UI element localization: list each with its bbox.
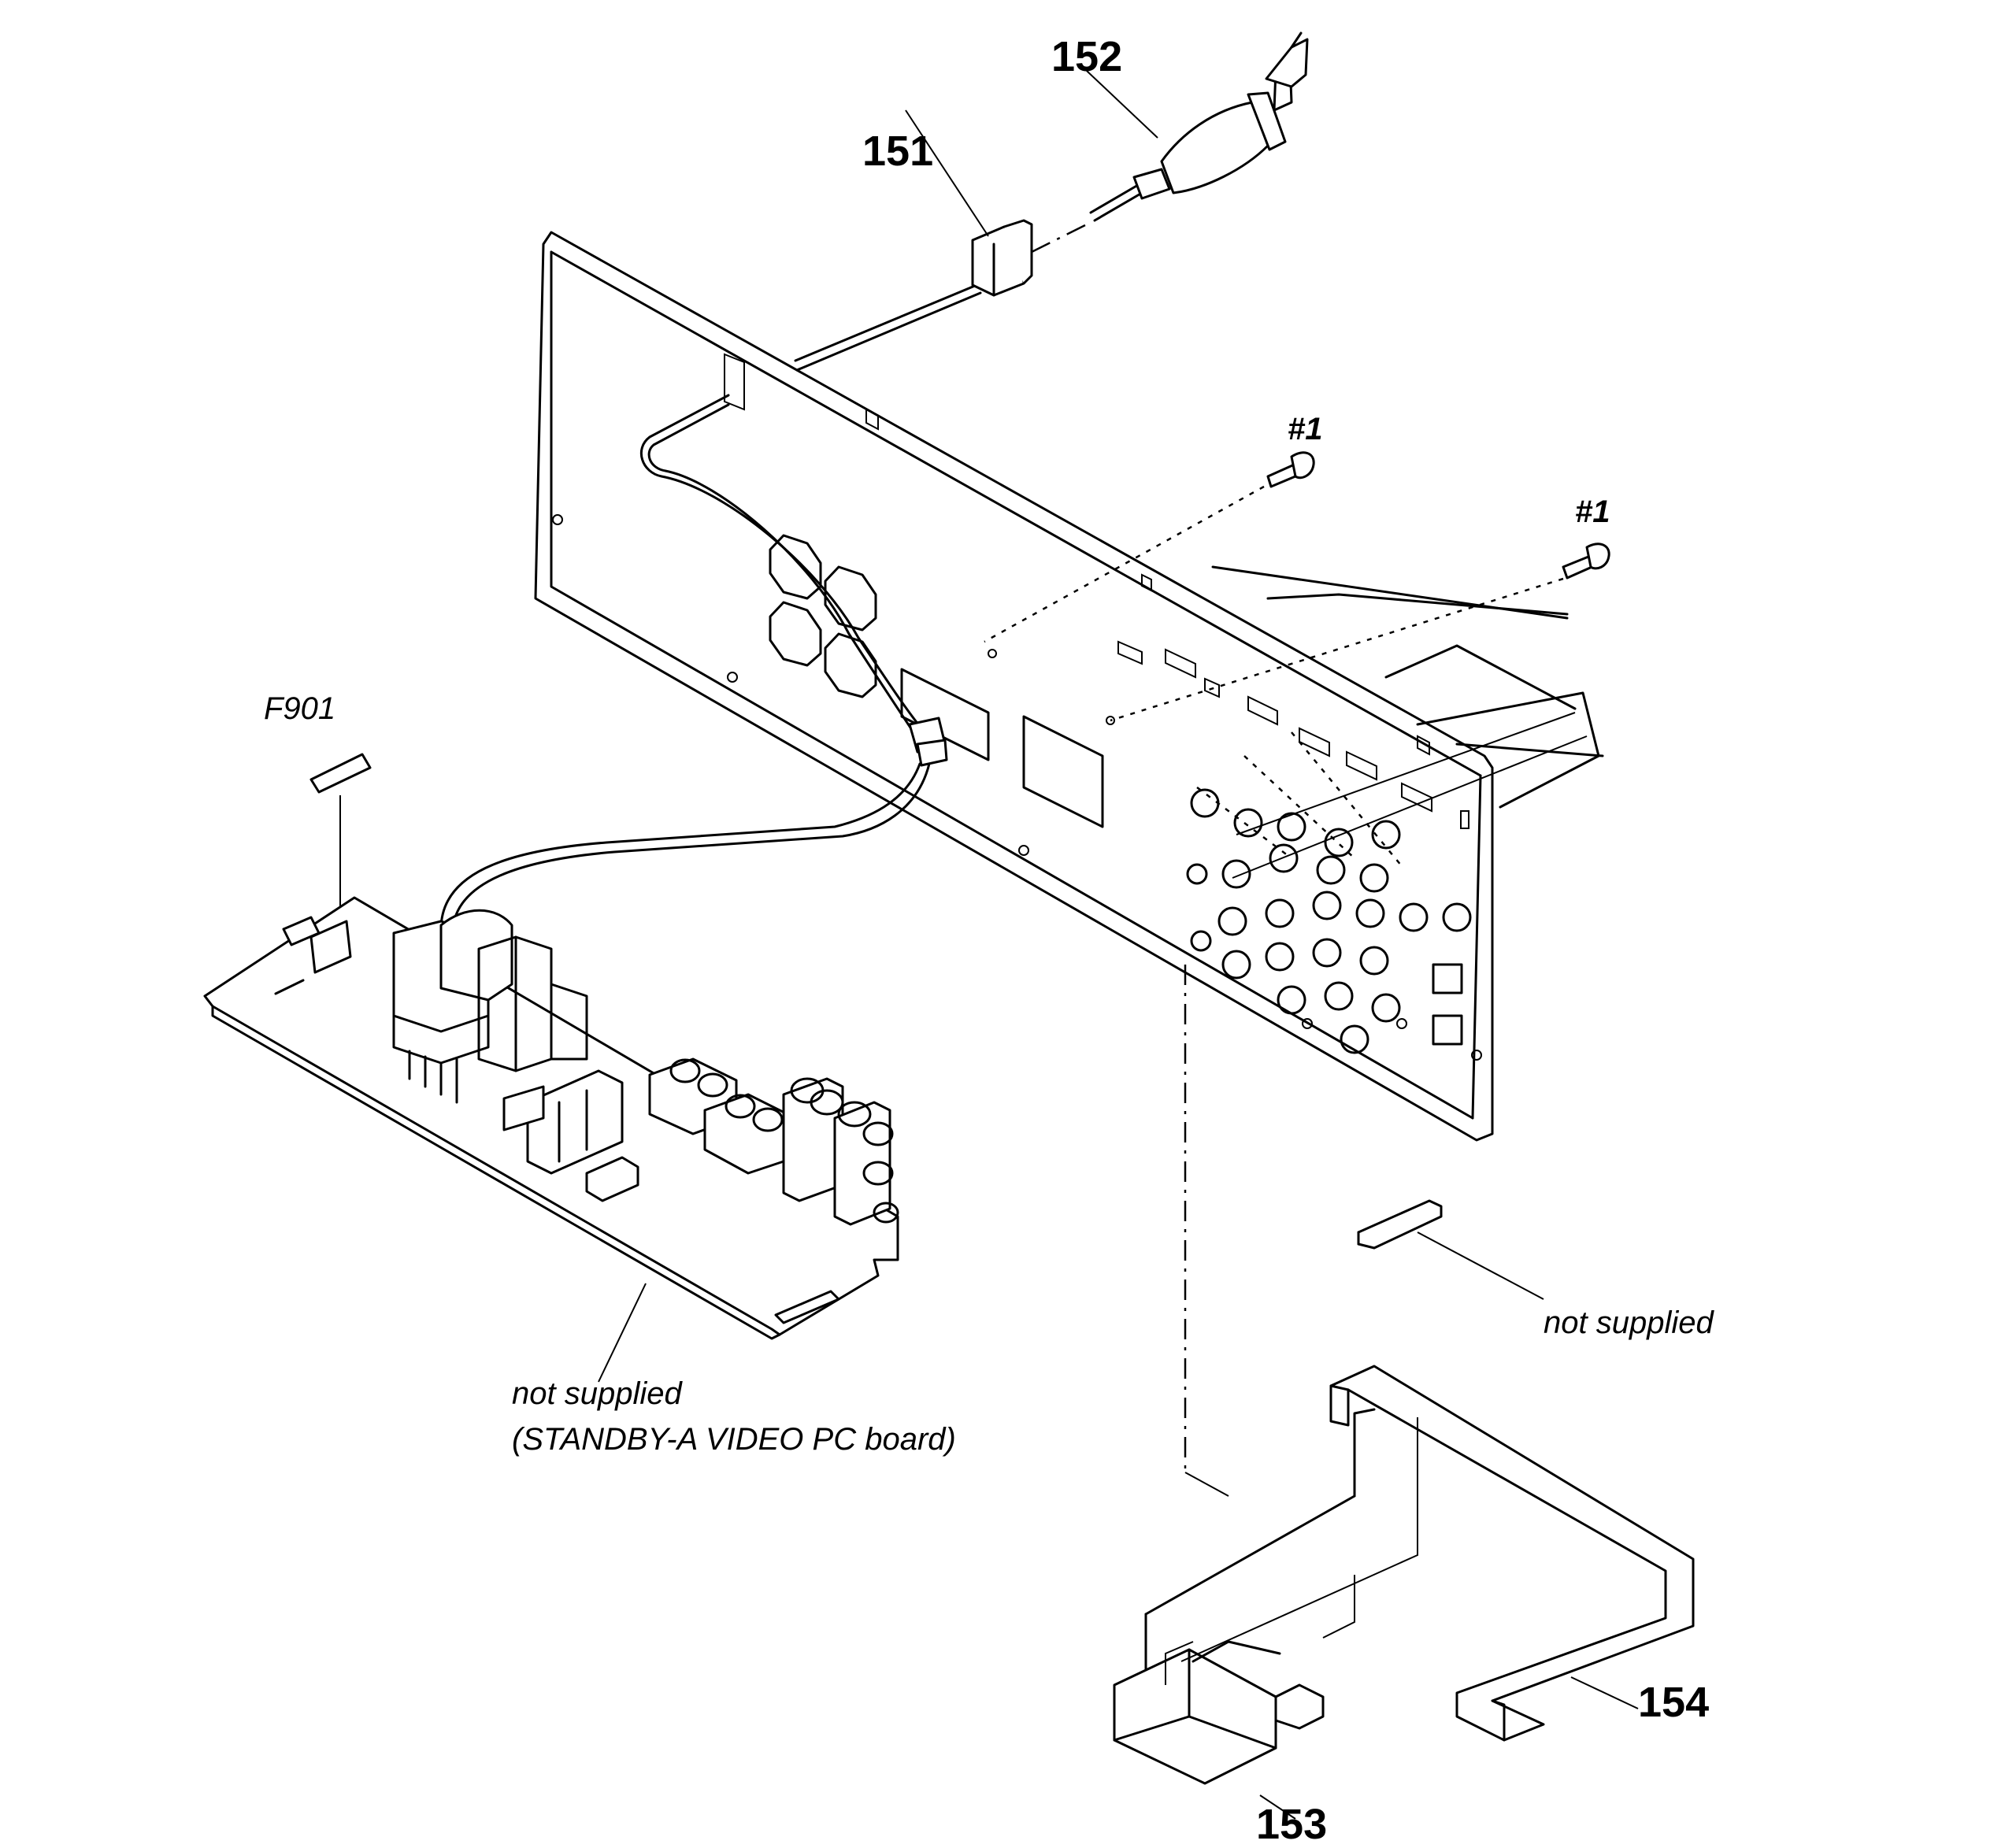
leader-lines [598, 70, 1639, 1820]
label-not-supplied-right: not supplied [1544, 1305, 1714, 1340]
label-board-name: (STANDBY-A VIDEO PC board) [512, 1422, 956, 1457]
power-cord-wire [439, 282, 982, 931]
label-fuse-f901: F901 [264, 691, 336, 726]
screw-1a [1266, 451, 1315, 488]
label-not-supplied-board: not supplied [512, 1376, 682, 1411]
sensor-assembly-153 [1113, 1408, 1418, 1785]
label-151: 151 [862, 128, 934, 175]
label-screw-1a: #1 [1288, 412, 1323, 446]
label-152: 152 [1051, 33, 1123, 80]
label-153: 153 [1256, 1801, 1328, 1848]
rear-panel [534, 231, 1494, 1142]
small-connector-part [1357, 1199, 1443, 1250]
assembly-lines [984, 485, 1588, 1497]
ac-plug-152 [1031, 31, 1309, 254]
standby-pc-board [203, 896, 899, 1340]
label-154: 154 [1638, 1679, 1710, 1726]
label-screw-1b: #1 [1575, 494, 1610, 529]
flat-cable-154 [1329, 1365, 1695, 1742]
screw-1b [1562, 543, 1610, 580]
cord-bushing-151 [971, 219, 1033, 297]
